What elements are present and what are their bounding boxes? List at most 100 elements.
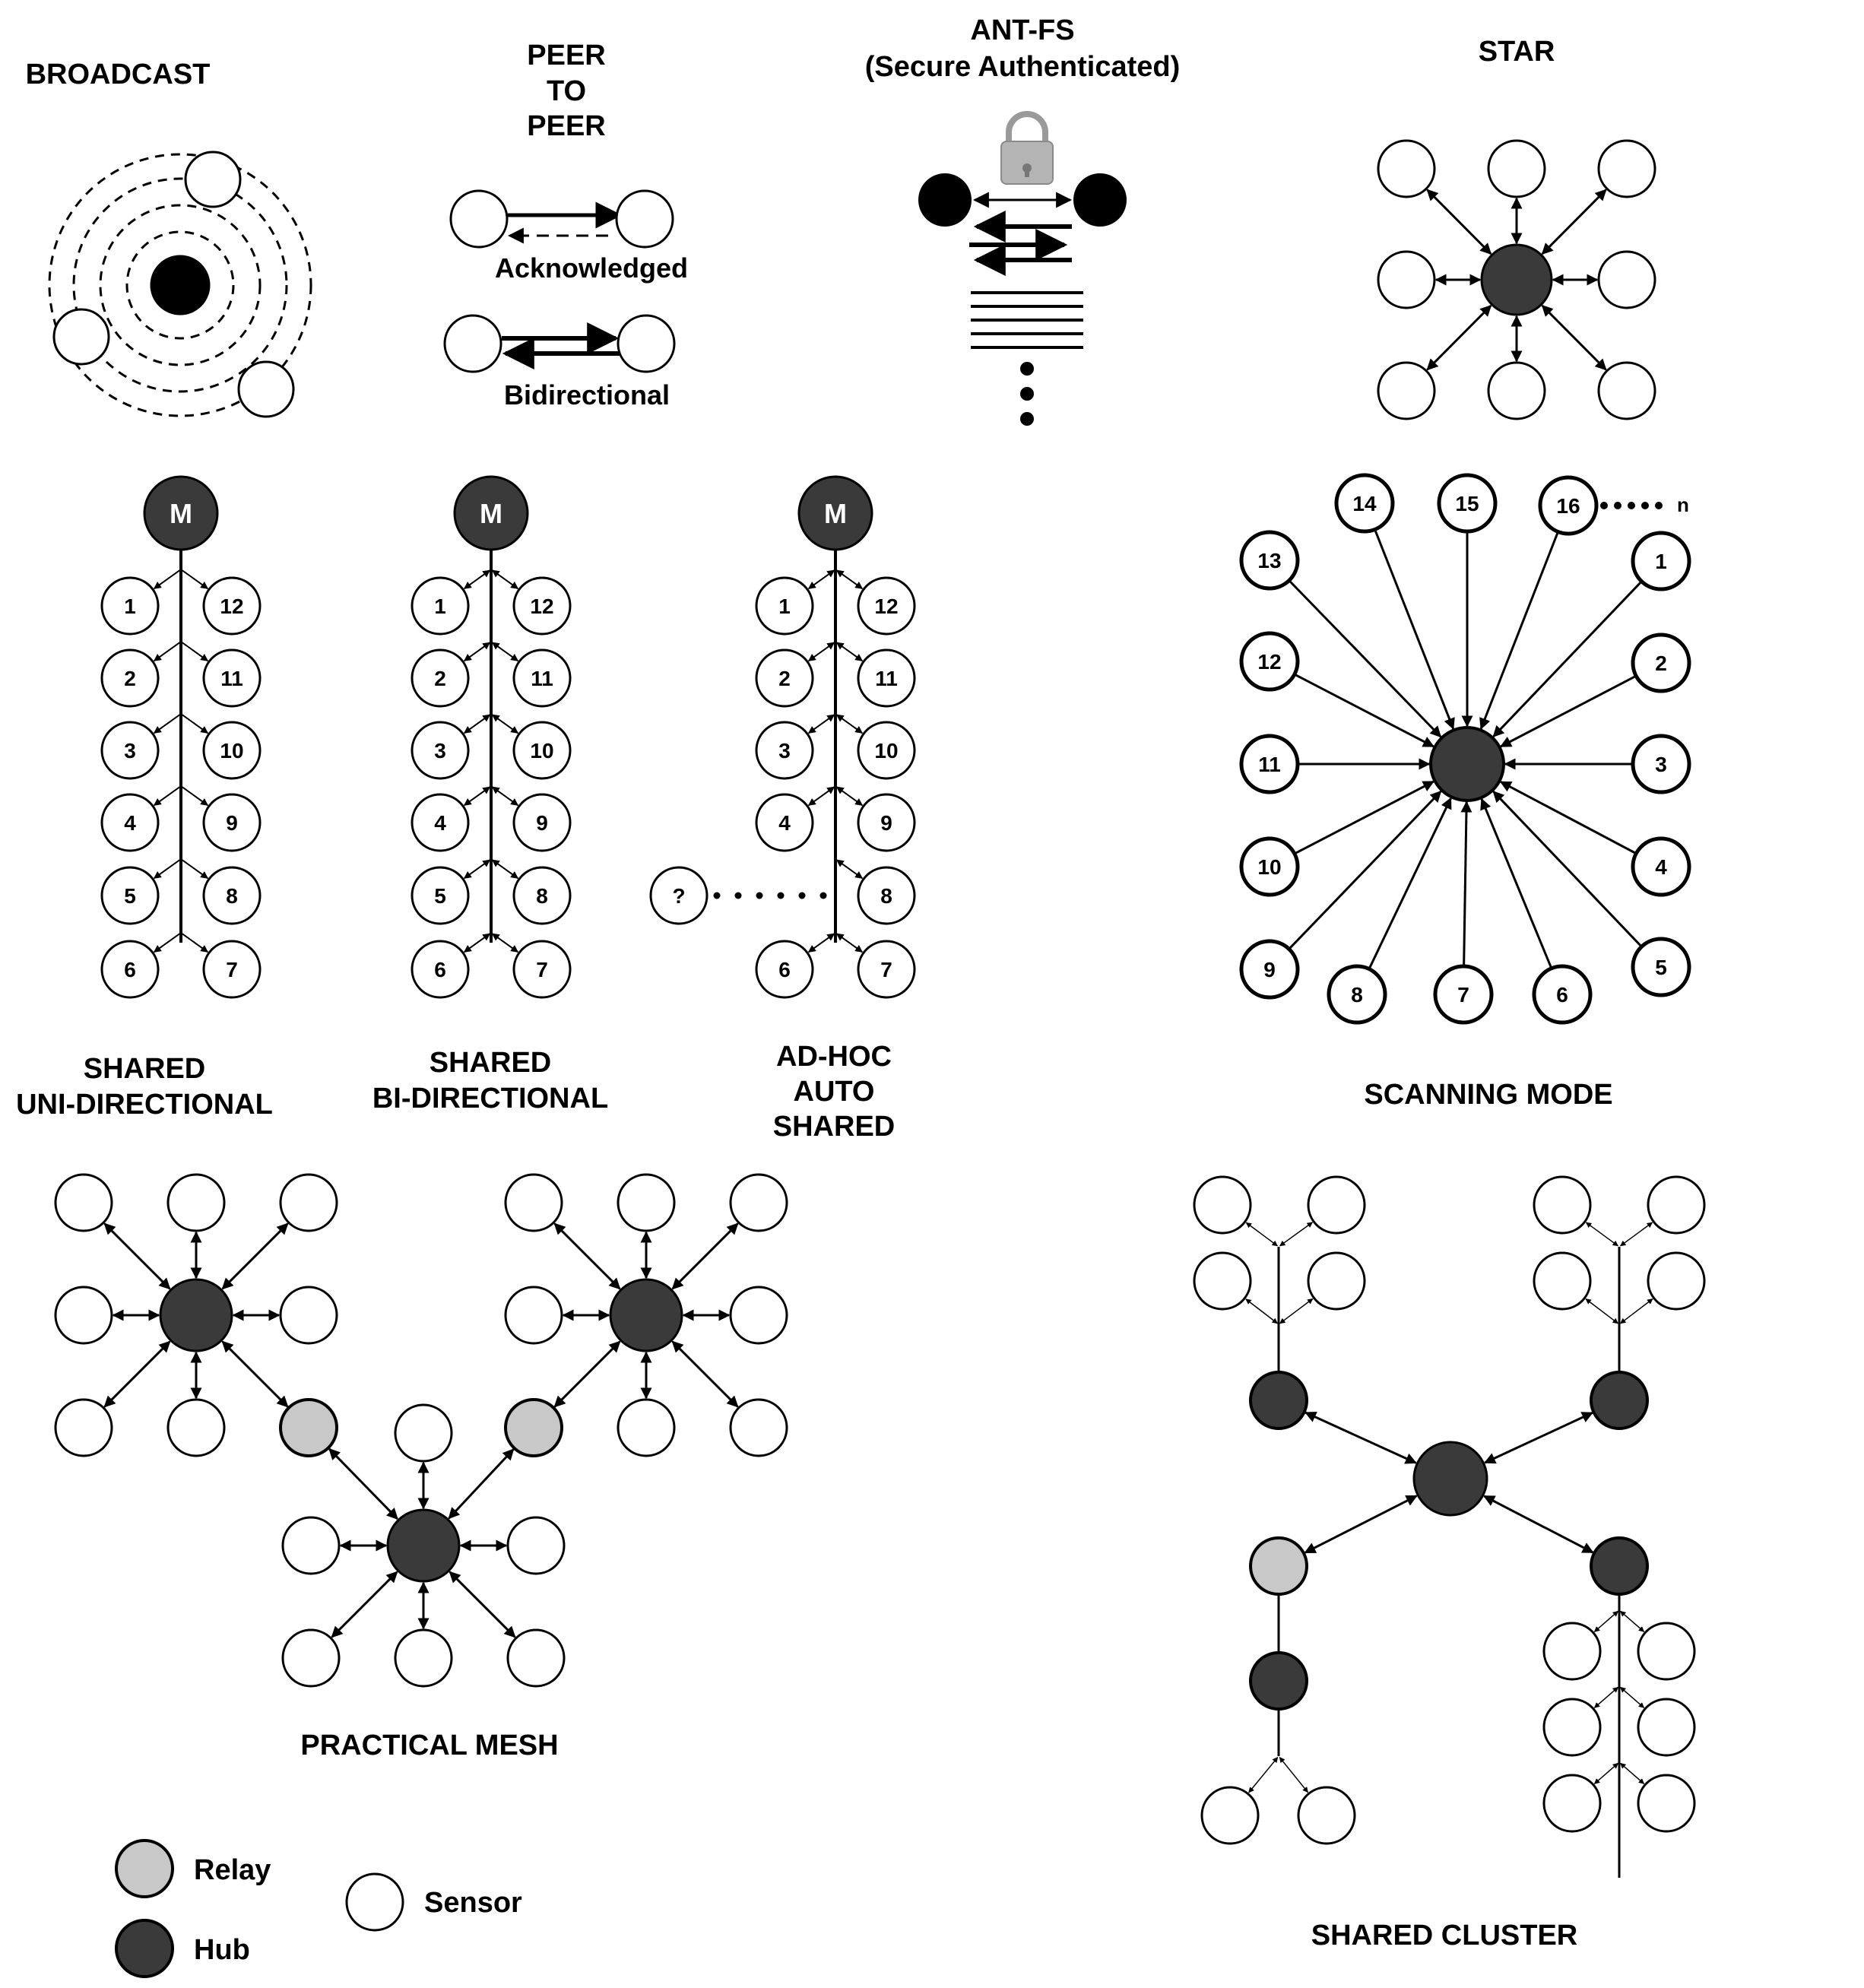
shared-bi-branch bbox=[491, 569, 519, 590]
star-title: STAR bbox=[1479, 36, 1555, 68]
mesh-left-sensor-node bbox=[279, 1173, 338, 1232]
scanning-node-9 bbox=[1239, 939, 1300, 1000]
scanning-node-14-label: 14 bbox=[1352, 492, 1377, 515]
mesh-right-sensor-node bbox=[729, 1286, 788, 1345]
shared-bi-branch bbox=[491, 786, 519, 807]
mesh-left-sensor-node bbox=[279, 1286, 338, 1345]
broadcast-diagram bbox=[48, 153, 312, 417]
adhoc-dotted-link bbox=[713, 892, 827, 899]
cluster-relay-node bbox=[1249, 1536, 1308, 1596]
scanning-node-7 bbox=[1433, 964, 1494, 1025]
adhoc-node-2-label: 2 bbox=[778, 667, 791, 690]
legend: Relay Hub Sensor bbox=[115, 1839, 522, 1978]
adhoc-node-10-label: 10 bbox=[874, 739, 898, 763]
mesh-bottom-sensor-node bbox=[506, 1516, 566, 1575]
shared-bi-branch bbox=[463, 859, 491, 880]
mesh-relay-node bbox=[504, 1398, 563, 1457]
star-sensor-node bbox=[1597, 139, 1656, 198]
adhoc-node-3-label: 3 bbox=[778, 739, 791, 763]
cluster-sensor-node bbox=[1647, 1175, 1706, 1235]
adhoc-branch bbox=[835, 786, 864, 807]
adhoc-node-9 bbox=[857, 793, 916, 852]
adhoc-branch bbox=[835, 642, 864, 662]
broadcast-sensor-node bbox=[52, 308, 110, 366]
scanning-node-11 bbox=[1239, 734, 1300, 794]
scanning-node-1 bbox=[1631, 531, 1691, 591]
shared-bi-node-8-label: 8 bbox=[536, 884, 548, 908]
mesh-bottom-sensor-node bbox=[281, 1516, 341, 1575]
cluster-tr-branch bbox=[1620, 1222, 1653, 1247]
scanning-link bbox=[1460, 801, 1472, 965]
mesh-left-link bbox=[103, 1340, 171, 1408]
cluster-br-branch bbox=[1593, 1686, 1619, 1708]
scanning-node-13 bbox=[1239, 530, 1300, 591]
adhoc-branch bbox=[807, 933, 835, 953]
scanning-link bbox=[1289, 580, 1442, 738]
adhoc-node-9-label: 9 bbox=[880, 811, 892, 835]
star-sensor-node bbox=[1377, 361, 1436, 420]
scanning-node-2-label: 2 bbox=[1655, 652, 1667, 675]
scanning-link bbox=[1295, 780, 1434, 854]
mesh-relay-node bbox=[279, 1398, 338, 1457]
bidir-peer-node bbox=[617, 314, 676, 373]
mesh-right-sensor-node bbox=[504, 1286, 563, 1345]
adhoc-node-12 bbox=[857, 576, 916, 636]
scanning-node-4-label: 4 bbox=[1655, 855, 1667, 879]
shared-bi-branch bbox=[463, 933, 491, 953]
broadcast-source-node bbox=[150, 255, 211, 315]
mesh-left-sensor-node bbox=[54, 1286, 113, 1345]
adhoc-branch bbox=[807, 714, 835, 734]
cluster-sensor-node bbox=[1542, 1698, 1602, 1757]
shared-uni-master-node bbox=[143, 475, 219, 551]
shared-uni-branch bbox=[182, 569, 209, 590]
antfs-diagram bbox=[918, 111, 1127, 426]
scanning-node-3-label: 3 bbox=[1655, 753, 1667, 776]
cluster-bl-branch bbox=[1248, 1756, 1279, 1793]
shared-uni-node-12 bbox=[202, 576, 262, 636]
scanning-node-8 bbox=[1327, 964, 1387, 1025]
shared-bi-node-5-label: 5 bbox=[434, 884, 446, 908]
scanning-node-2 bbox=[1631, 633, 1691, 693]
cluster-sensor-node bbox=[1637, 1774, 1696, 1833]
adhoc-title-line1: AD-HOC bbox=[776, 1041, 892, 1073]
shared-bi-node-4 bbox=[411, 793, 470, 852]
cluster-hub-node bbox=[1590, 1536, 1649, 1596]
shared-uni-node-10 bbox=[202, 721, 262, 780]
shared-bi-branch bbox=[491, 859, 519, 880]
star-sensor-node bbox=[1377, 250, 1436, 309]
shared-uni-node-7 bbox=[202, 940, 262, 999]
shared-uni-node-10-label: 10 bbox=[220, 739, 243, 763]
cluster-sensor-node bbox=[1307, 1251, 1366, 1311]
scanning-node-8-label: 8 bbox=[1351, 983, 1363, 1007]
scanning-link bbox=[1499, 781, 1636, 854]
shared-uni-node-9 bbox=[202, 793, 262, 852]
shared-uni-node-3 bbox=[100, 721, 160, 780]
antfs-node-left bbox=[918, 173, 972, 227]
shared-bi-branch bbox=[491, 933, 519, 953]
cluster-br-branch bbox=[1619, 1686, 1645, 1708]
adhoc-title-line2: AUTO bbox=[794, 1076, 875, 1108]
cluster-hub-node bbox=[1249, 1651, 1308, 1711]
adhoc-node-11 bbox=[857, 648, 916, 708]
cluster-tr-branch bbox=[1585, 1298, 1619, 1324]
scanning-link bbox=[1295, 674, 1434, 748]
star-sensor-node bbox=[1377, 139, 1436, 198]
adhoc-node-10 bbox=[857, 721, 916, 780]
mesh-right-hub bbox=[609, 1278, 683, 1352]
adhoc-master-node bbox=[797, 475, 873, 551]
shared-uni-node-9-label: 9 bbox=[226, 811, 238, 835]
broadcast-ring bbox=[125, 230, 235, 340]
mesh-left-sensor-node bbox=[166, 1173, 226, 1232]
shared-bi-node-10-label: 10 bbox=[530, 739, 553, 763]
shared-uni-node-7-label: 7 bbox=[226, 958, 238, 981]
shared-uni-branch bbox=[182, 786, 209, 807]
scanning-node-15 bbox=[1437, 473, 1498, 534]
shared-uni-branch bbox=[153, 786, 180, 807]
shared-bi-branch bbox=[491, 642, 519, 662]
star-link bbox=[1426, 189, 1492, 255]
shared-bi-node-1-label: 1 bbox=[434, 594, 446, 618]
cluster-hub-node bbox=[1249, 1371, 1308, 1430]
shared-bi-node-9-label: 9 bbox=[536, 811, 548, 835]
star-hub bbox=[1480, 243, 1553, 316]
cluster-tr-branch bbox=[1619, 1298, 1653, 1324]
